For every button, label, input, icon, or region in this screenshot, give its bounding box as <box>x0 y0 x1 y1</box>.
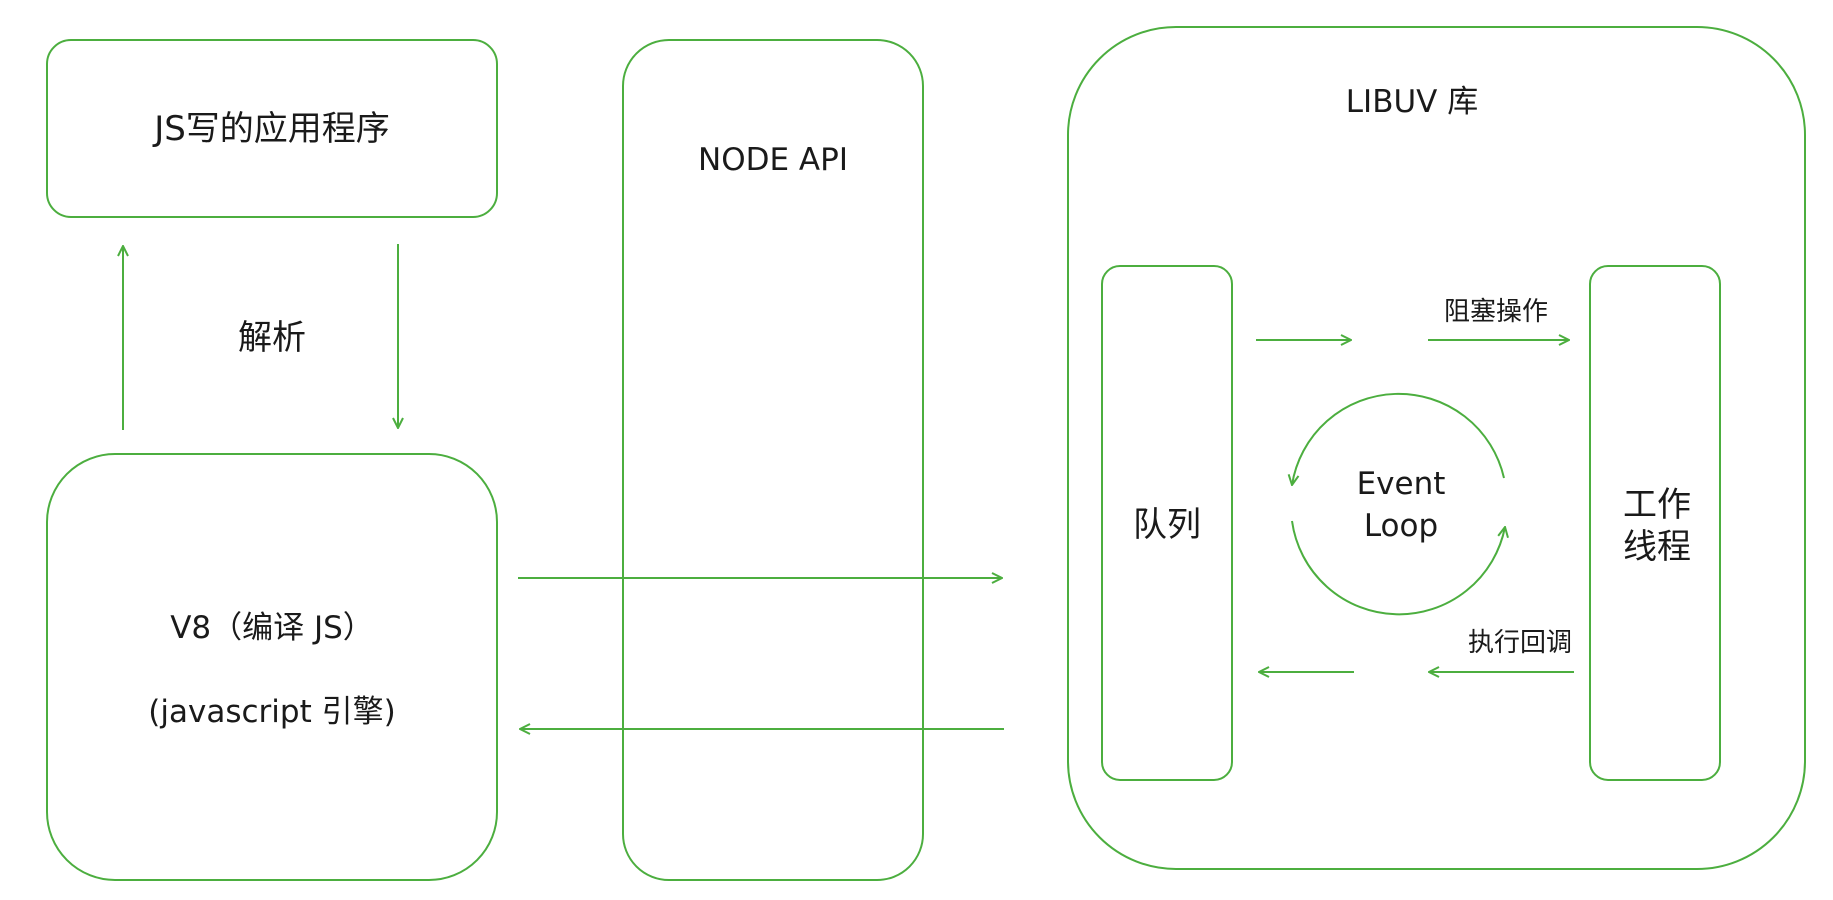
v8-label-line2: (javascript 引擎) <box>148 694 395 730</box>
js-app-box <box>46 39 498 218</box>
queue-label: 队列 <box>1133 505 1201 545</box>
worker-label-line2: 线程 <box>1623 527 1691 567</box>
event-loop-arc-top <box>1292 392 1505 485</box>
worker-label-line1: 工作 <box>1623 485 1691 525</box>
v8-box <box>46 453 498 881</box>
callback-label: 执行回调 <box>1468 628 1572 658</box>
event-loop-label-line2: Loop <box>1364 508 1438 544</box>
node-api-box <box>622 39 924 881</box>
worker-thread-box <box>1589 265 1721 781</box>
node-api-label: NODE API <box>698 142 848 178</box>
v8-label-line1: V8（编译 JS） <box>170 610 374 646</box>
event-loop-label-line1: Event <box>1357 466 1446 502</box>
queue-box <box>1101 265 1233 781</box>
js-app-label: JS写的应用程序 <box>152 109 390 149</box>
blocking-label: 阻塞操作 <box>1444 297 1548 327</box>
event-loop-arc-bottom <box>1291 520 1505 616</box>
parse-label: 解析 <box>238 318 306 358</box>
libuv-label: LIBUV 库 <box>1346 84 1478 120</box>
